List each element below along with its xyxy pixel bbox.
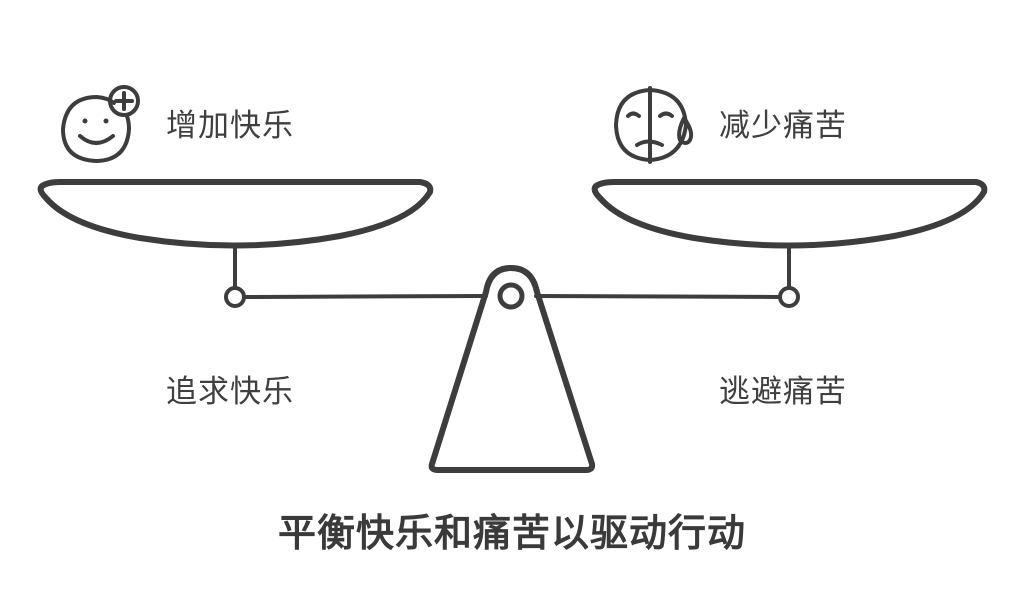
left-pan-label: 增加快乐 (166, 108, 294, 144)
happy-face-plus-icon (61, 85, 140, 163)
fulcrum-stand (428, 265, 596, 473)
beam-right (534, 294, 781, 299)
right-pan (591, 179, 988, 249)
right-base-label: 逃避痛苦 (719, 374, 847, 410)
right-pan-label: 减少痛苦 (719, 108, 847, 144)
left-pan (37, 179, 434, 249)
diagram-caption: 平衡快乐和痛苦以驱动行动 (277, 511, 746, 555)
pivot-circle (497, 282, 525, 310)
sad-face-tear-icon (614, 86, 694, 164)
left-base-label: 追求快乐 (166, 374, 294, 410)
beam-left (243, 294, 488, 299)
right-beam-joint (778, 286, 800, 308)
left-beam-joint (224, 286, 246, 308)
